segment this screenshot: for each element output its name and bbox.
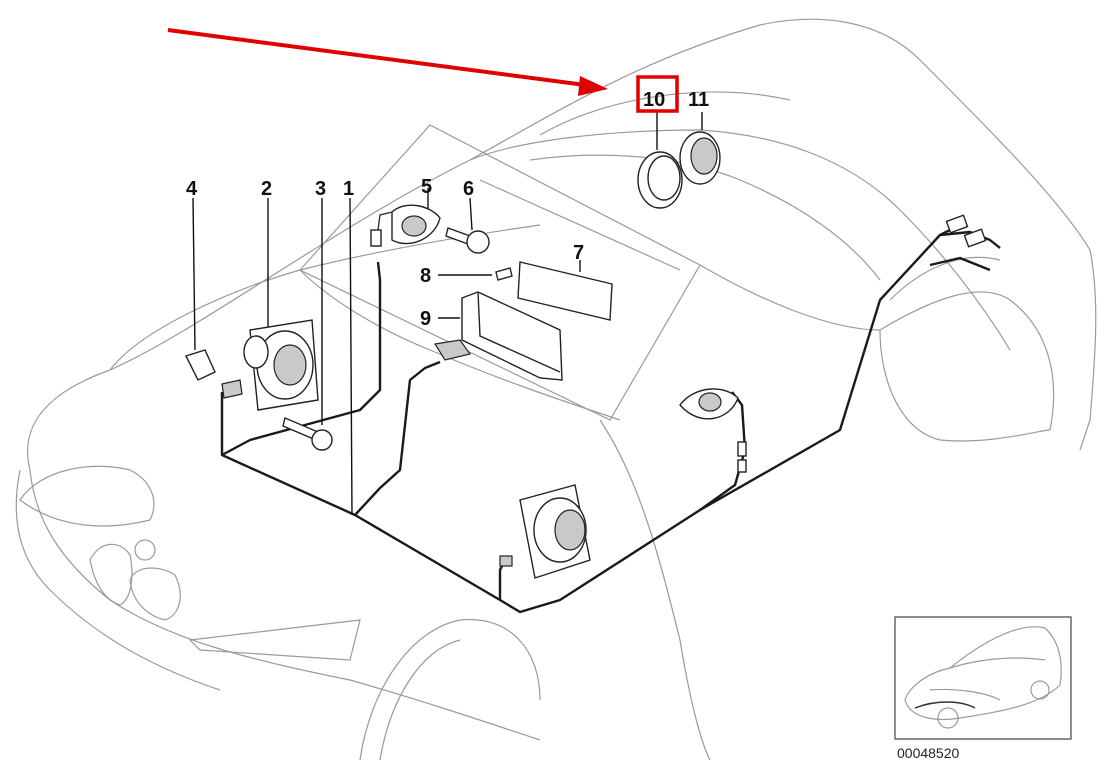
red-pointer-arrow bbox=[167, 28, 608, 96]
part-7-cover-plate bbox=[517, 260, 613, 321]
callout-3: 3 bbox=[315, 178, 326, 200]
part-10-speaker-ring bbox=[637, 112, 683, 209]
part-4-clip bbox=[185, 197, 243, 399]
callout-11: 11 bbox=[688, 89, 709, 111]
door-speaker bbox=[519, 484, 591, 579]
part-5-tweeter bbox=[370, 188, 441, 247]
part-9-mounting-frame bbox=[434, 291, 563, 381]
callout-10-highlight-box bbox=[636, 75, 679, 113]
part-3-screw bbox=[282, 198, 333, 451]
inset-thumbnail: 00048520 bbox=[894, 616, 1072, 761]
callout-6: 6 bbox=[463, 178, 474, 200]
rear-connectors bbox=[499, 214, 987, 567]
callout-7: 7 bbox=[573, 242, 584, 264]
catalog-number: 00048520 bbox=[897, 745, 960, 761]
part-11-grille-ring bbox=[679, 112, 721, 185]
callout-2: 2 bbox=[261, 178, 272, 200]
callout-5: 5 bbox=[421, 176, 432, 198]
callout-4: 4 bbox=[186, 178, 198, 200]
part-2-front-speaker bbox=[243, 198, 319, 411]
car-body-outline bbox=[15, 18, 1097, 761]
part-1-wiring-harness bbox=[349, 197, 353, 516]
callout-labels: 1 2 3 4 5 6 7 8 9 10 11 bbox=[186, 89, 709, 330]
part-8-pin bbox=[438, 267, 513, 281]
callout-1: 1 bbox=[343, 178, 354, 200]
part-6-bolt bbox=[445, 197, 490, 254]
callout-10: 10 bbox=[643, 89, 665, 111]
callout-9: 9 bbox=[420, 308, 431, 330]
callout-8: 8 bbox=[420, 265, 431, 287]
side-tweeter bbox=[679, 388, 739, 420]
